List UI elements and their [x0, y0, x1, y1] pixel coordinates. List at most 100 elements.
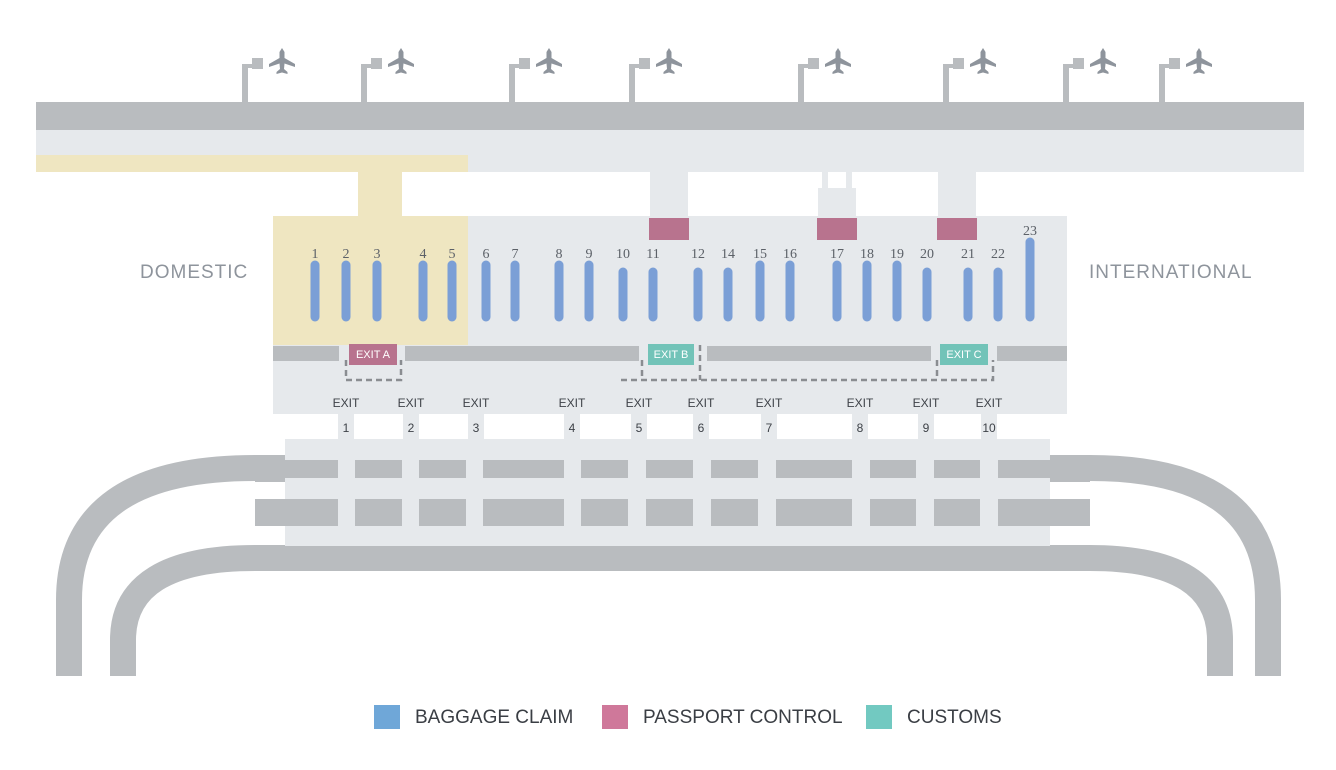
carousel-number: 8 — [556, 247, 563, 262]
airplane-icon — [825, 48, 851, 74]
connectors — [358, 172, 976, 218]
exit-word: EXIT — [626, 396, 653, 410]
lane-segment — [776, 460, 852, 478]
exit-number: 4 — [569, 421, 576, 435]
exit-doorway — [761, 412, 777, 440]
exit-doorway — [468, 412, 484, 440]
carousel-5: 5 — [447, 247, 457, 322]
carousel-17: 17 — [830, 247, 844, 322]
connector-21 — [938, 172, 976, 218]
connector-17-right — [846, 172, 852, 190]
apron-road — [36, 102, 1304, 130]
carousel-16: 16 — [783, 247, 797, 322]
exit-paths — [344, 345, 995, 382]
exit-doorway — [918, 412, 934, 440]
exit-doorway — [981, 412, 997, 440]
carousel-19: 19 — [890, 247, 904, 322]
gate-jetways — [242, 48, 1212, 104]
exit-doorway — [852, 412, 868, 440]
exit-word: EXIT — [559, 396, 586, 410]
exit-b-c-path — [621, 360, 995, 382]
airplane-icon — [388, 48, 414, 74]
lane-segment — [934, 460, 980, 478]
domestic-label: DOMESTIC — [140, 262, 248, 283]
lower-lane — [255, 499, 1090, 526]
legend-swatch — [602, 705, 628, 729]
exit-badge-b: EXIT B — [648, 344, 694, 365]
carousel-number: 22 — [991, 247, 1005, 262]
divider-wall-2 — [405, 346, 639, 361]
airplane-icon — [970, 48, 996, 74]
carousel-3: 3 — [372, 247, 382, 322]
carousel-7: 7 — [510, 247, 520, 322]
legend-label: CUSTOMS — [907, 707, 1002, 728]
domestic-concourse — [36, 155, 468, 172]
exit-badge-a: EXIT A — [349, 344, 397, 365]
carousel-14: 14 — [721, 247, 735, 322]
lane-segment — [419, 499, 466, 526]
gate-jetway — [1159, 48, 1212, 104]
gate-jetway — [242, 48, 295, 104]
gate-jetway — [629, 48, 682, 104]
carousel-20: 20 — [920, 247, 934, 322]
exits: EXIT1EXIT2EXIT3EXIT4EXIT5EXIT6EXIT7EXIT8… — [333, 396, 1003, 440]
lane-segment — [581, 499, 628, 526]
lane-segment — [870, 460, 916, 478]
connector-11 — [650, 172, 688, 218]
carousel-22: 22 — [991, 247, 1005, 322]
carousel-number: 18 — [860, 247, 874, 262]
passport-control-21 — [937, 218, 977, 240]
badge-label: EXIT B — [654, 349, 689, 361]
exit-word: EXIT — [463, 396, 490, 410]
carousel-number: 14 — [721, 247, 735, 262]
exit-number: 2 — [408, 421, 415, 435]
carousel-number: 4 — [420, 247, 427, 262]
airplane-icon — [656, 48, 682, 74]
carousel-number: 10 — [616, 247, 630, 262]
domestic-connector — [358, 172, 402, 218]
badge-background — [940, 344, 988, 365]
lane-segment — [870, 499, 916, 526]
exit-4: EXIT 4 — [559, 396, 586, 440]
exit-number: 5 — [636, 421, 643, 435]
carousel-4: 4 — [418, 247, 428, 322]
lane-segment — [285, 499, 338, 526]
lane-segment — [646, 460, 693, 478]
exit-doorway — [403, 412, 419, 440]
carousel-number: 1 — [312, 247, 319, 262]
exit-doorway — [564, 412, 580, 440]
lane-segment — [419, 460, 466, 478]
gate-jetway — [1063, 48, 1116, 104]
legend-label: PASSPORT CONTROL — [643, 707, 843, 728]
carousel-number: 20 — [920, 247, 934, 262]
gate-jetway — [798, 48, 851, 104]
passport-control-booths — [649, 218, 977, 240]
exit-doorway — [693, 412, 709, 440]
domestic-zone — [273, 216, 468, 345]
lane-segment — [355, 460, 402, 478]
exit-doorway — [631, 412, 647, 440]
carousel-number: 19 — [890, 247, 904, 262]
exit-word: EXIT — [756, 396, 783, 410]
carousel-6: 6 — [481, 247, 491, 322]
carousel-10: 10 — [616, 247, 630, 322]
carousel-number: 15 — [753, 247, 767, 262]
carousel-number: 6 — [483, 247, 490, 262]
gate-jetway — [361, 48, 414, 104]
legend-swatch — [374, 705, 400, 729]
airplane-icon — [269, 48, 295, 74]
inner-road — [110, 545, 1233, 676]
exit-number: 1 — [343, 421, 350, 435]
carousel-number: 9 — [586, 247, 593, 262]
carousel-21: 21 — [961, 247, 975, 322]
